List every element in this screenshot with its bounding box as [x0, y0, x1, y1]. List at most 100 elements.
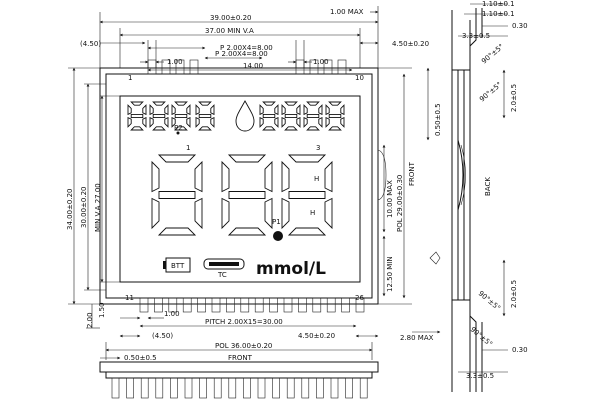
- small-digit: [195, 101, 215, 131]
- small-digit-segment: [127, 104, 132, 116]
- p2-dot: [176, 131, 180, 135]
- small-digit-segment: [174, 101, 188, 106]
- dim-bottom-pin-gap: 1.00: [164, 310, 180, 318]
- small-digit-segment: [259, 116, 264, 128]
- large-digit-segment: [281, 160, 290, 193]
- lcd-view-area: [119, 95, 361, 283]
- small-digit-segment: [262, 113, 276, 119]
- large-digit-segment: [221, 160, 230, 193]
- lead-finger: [345, 377, 353, 399]
- small-digit-segment: [303, 116, 308, 128]
- bottom-pin: [139, 297, 149, 313]
- lead-finger: [228, 377, 237, 399]
- small-digit: [281, 101, 301, 131]
- connector-bulge: [377, 149, 387, 201]
- small-digit-segment: [303, 104, 308, 116]
- digit-marker-1: 1: [186, 144, 190, 152]
- pin-label-10: 10: [355, 74, 364, 82]
- bottom-pin: [197, 297, 206, 313]
- top-pins: [147, 59, 347, 75]
- side-dim-2: 2.0±0.5: [510, 280, 518, 308]
- large-digit-segment: [157, 227, 197, 236]
- lead-finger: [301, 377, 310, 399]
- dim-bottom-max: 2.80 MAX: [400, 334, 434, 342]
- side-dim-top3: 0.30: [512, 22, 528, 30]
- dim-pitch-p2: P 2.00X4=8.00: [215, 50, 268, 58]
- front-label-right: FRONT: [408, 161, 416, 186]
- small-digit-segment: [142, 104, 147, 116]
- small-digit-segment: [284, 101, 298, 106]
- dim-pin-width: 1.00: [167, 58, 183, 66]
- lead-finger: [243, 377, 251, 399]
- top-dimensions: 39.00±0.20 37.00 MIN V.A (4.50) 1.00 P 2…: [80, 6, 429, 72]
- side-back-label: BACK: [484, 177, 492, 196]
- bottom-dimensions: 1.00 (4.50) PITCH 2.00X15=30.00 4.50±0.2…: [100, 310, 379, 362]
- dim-left-small-2: 1.50: [98, 302, 106, 318]
- small-digit-segment: [328, 101, 342, 106]
- side-dim-top4: 3.3±0.5: [462, 32, 490, 40]
- small-digit-segment: [195, 104, 200, 116]
- battery-icon: BTT: [163, 257, 191, 273]
- small-digit-segment: [152, 126, 166, 131]
- small-digit-segment: [152, 101, 166, 106]
- lead-finger: [286, 377, 295, 399]
- lead-fingers: [111, 377, 368, 399]
- small-digit: [127, 101, 147, 131]
- small-digit-segment: [284, 126, 298, 131]
- small-digit-row: [127, 101, 345, 131]
- lead-finger: [213, 377, 222, 399]
- small-digit-segment: [198, 113, 212, 119]
- side-angle-3: 90°±5°: [477, 289, 502, 312]
- lead-finger: [184, 377, 193, 399]
- bottom-pin: [283, 297, 293, 313]
- small-digit-segment: [210, 104, 215, 116]
- large-digit-segment: [288, 191, 326, 199]
- pin-label-11: 11: [125, 294, 134, 302]
- small-digit-segment: [171, 104, 176, 116]
- small-digit-segment: [296, 104, 301, 116]
- small-digit: [171, 101, 191, 131]
- bottom-pin: [326, 297, 336, 313]
- small-digit-segment: [210, 116, 215, 128]
- dim-lead-offset: 0.50±0.5: [124, 354, 157, 362]
- large-digit: [281, 154, 333, 236]
- side-dim-bottom1: 0.30: [512, 346, 528, 354]
- large-digit-segment: [324, 160, 333, 193]
- dim-right-offset-v: 0.50±0.5: [434, 103, 442, 136]
- large-digit-segment: [264, 160, 273, 193]
- large-digit: [221, 154, 273, 236]
- lead-finger: [272, 377, 280, 399]
- lead-finger: [155, 377, 164, 399]
- dim-pitch-p: P 2.00X4=8.00: [220, 44, 273, 52]
- bottom-pin: [240, 297, 250, 313]
- small-digit-segment: [164, 116, 169, 128]
- large-digit-segment: [151, 160, 160, 193]
- large-digit-segment: [194, 197, 203, 230]
- small-digit-segment: [318, 104, 323, 116]
- h-segment-2: H: [310, 209, 315, 217]
- small-digit-segment: [142, 116, 147, 128]
- side-dim-bottom2: 3.3±0.5: [466, 372, 494, 380]
- small-digit-segment: [130, 126, 144, 131]
- large-digit-segment: [158, 191, 196, 199]
- unit-label: mmol/L: [256, 259, 326, 279]
- small-digit-segment: [281, 116, 286, 128]
- small-digit-segment: [152, 113, 166, 119]
- large-digit-segment: [227, 154, 267, 163]
- bottom-pin: [182, 297, 192, 313]
- small-digit-segment: [171, 116, 176, 128]
- small-digit-segment: [186, 116, 191, 128]
- dim-pin-span: 14.00: [243, 62, 263, 70]
- small-digit: [149, 101, 169, 131]
- small-digit-segment: [281, 104, 286, 116]
- large-digit-segment: [264, 197, 273, 230]
- large-digit-row: [151, 154, 333, 236]
- large-digit-segment: [281, 197, 290, 230]
- large-digit: [151, 154, 203, 236]
- p2-label: P2: [174, 124, 183, 132]
- dim-pin-width-right: 1.00: [313, 58, 329, 66]
- dim-bottom-left-offset: (4.50): [152, 332, 173, 340]
- left-dimensions: 34.00±0.20 30.00±0.20 MIN V.A 27.00 2.00…: [66, 67, 120, 329]
- small-digit-segment: [195, 116, 200, 128]
